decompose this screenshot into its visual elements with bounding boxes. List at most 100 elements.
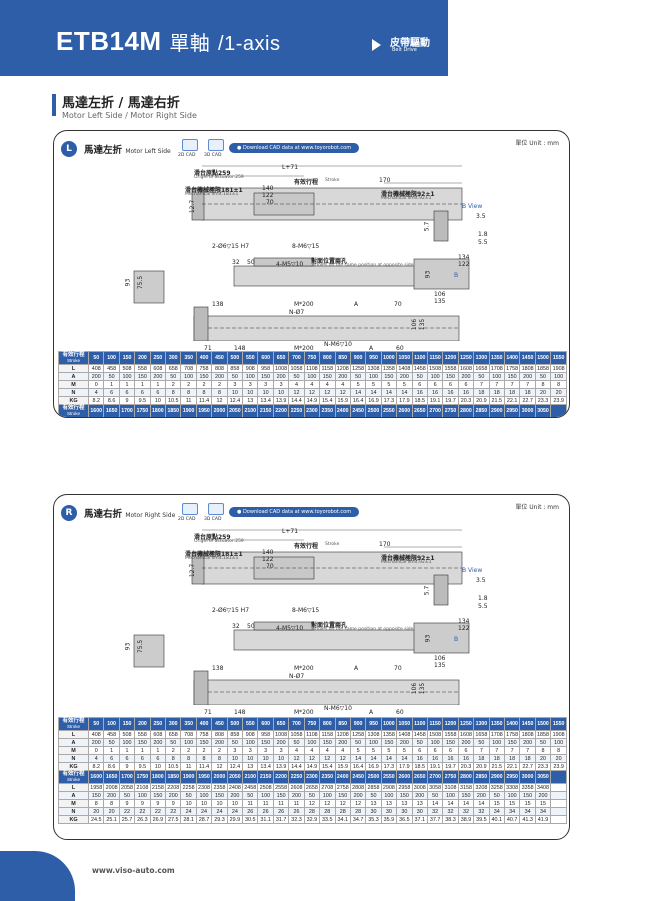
table-cell: 7	[503, 746, 521, 755]
table-cell: 30	[411, 807, 428, 816]
table-cell: 18	[473, 754, 490, 763]
table-cell: 50	[103, 372, 120, 381]
stroke-value: 2450	[349, 770, 367, 784]
row-key: M	[58, 746, 89, 755]
table-cell: 758	[195, 364, 213, 373]
b-marker: B	[454, 272, 459, 279]
stroke-value: 2950	[503, 404, 521, 417]
panel-title-cn: 馬達右折	[84, 509, 123, 520]
dim-138: 138	[212, 665, 224, 672]
table-cell: 2158	[149, 783, 167, 792]
download-cad-link[interactable]: ● Download CAD data at www.toyorobot.com	[229, 507, 360, 517]
table-cell: 1608	[457, 364, 475, 373]
table-cell: 14	[380, 388, 398, 397]
table-cell: 4	[303, 746, 321, 755]
3d-cad-icon[interactable]	[208, 139, 224, 151]
2d-cad-icon[interactable]	[182, 503, 198, 515]
download-cad-link[interactable]: ● Download CAD data at www.toyorobot.com	[229, 143, 360, 153]
table-cell: 12	[334, 388, 351, 397]
row-key: A	[58, 372, 89, 381]
stroke-value: 2700	[426, 404, 444, 417]
stroke-value: 1750	[134, 770, 151, 784]
table-cell: 1608	[457, 730, 475, 739]
drive-type-en: Belt Drive	[392, 47, 417, 53]
table-cell: 32.9	[303, 815, 321, 824]
stroke-value: 500	[226, 351, 244, 365]
table-cell: 1858	[534, 364, 552, 373]
footer-url[interactable]: www.viso-auto.com	[92, 866, 175, 875]
stroke-value: 1800	[149, 404, 167, 417]
stroke-value: 1500	[534, 351, 552, 365]
table-cell: 100	[242, 372, 259, 381]
dim-50: 50	[247, 259, 255, 266]
table-cell: 200	[165, 791, 182, 800]
table-cell: 1258	[349, 364, 367, 373]
table-cell: 1208	[334, 730, 351, 739]
table-cell: 26	[257, 807, 274, 816]
table-cell: 32	[457, 807, 475, 816]
table-cell: 8	[195, 388, 213, 397]
table-cell: 10	[180, 799, 197, 808]
empty-cell	[550, 815, 567, 824]
table-cell: 3208	[474, 418, 489, 419]
dim-140: 140	[262, 185, 274, 192]
2d-cad-icon[interactable]	[182, 139, 198, 151]
stroke-value: 2000	[211, 404, 228, 417]
stroke-value: 750	[303, 717, 321, 731]
table-cell: 908	[242, 364, 259, 373]
table-cell: 50	[226, 372, 244, 381]
stroke-value: 1100	[411, 717, 428, 731]
table-cell: 24.5	[87, 815, 105, 824]
holes-n7: N-Ø7	[289, 309, 305, 316]
table-cell: 2958	[396, 783, 413, 792]
stroke-value: 350	[180, 351, 197, 365]
table-cell: 34	[503, 807, 521, 816]
holes-dowel: 2-Ø6▽15 H7	[212, 243, 250, 250]
technical-drawing	[133, 165, 470, 341]
empty-cell	[550, 807, 567, 816]
row-key: KG	[58, 815, 89, 824]
table-cell: 34	[519, 807, 536, 816]
mech-limit-left-en: Mechanical limit:181±1	[185, 192, 239, 197]
table-cell: 26.9	[149, 815, 167, 824]
stroke-value: 1100	[411, 351, 428, 365]
row-key: A	[58, 738, 89, 747]
table-cell: 50	[534, 738, 552, 747]
table-cell: 50	[103, 738, 120, 747]
table-cell: 26	[272, 807, 290, 816]
table-cell: 1508	[426, 364, 444, 373]
stroke-value: 1950	[195, 770, 213, 784]
table-cell: 50	[226, 738, 244, 747]
stroke-value: 2400	[334, 770, 351, 784]
table-cell: 150	[134, 738, 151, 747]
table-cell: 22.1	[503, 396, 521, 405]
table-cell: 32	[426, 807, 444, 816]
dim-122b: 122	[458, 625, 470, 632]
table-cell: 20.3	[457, 762, 475, 771]
table-cell: 3	[226, 746, 244, 755]
end-view-left	[133, 634, 165, 668]
table-cell: 11	[272, 799, 290, 808]
b-marker: B	[454, 636, 459, 643]
stroke-value: 1900	[180, 404, 197, 417]
stroke-header-cn: 有效行程	[62, 405, 85, 411]
3d-cad-icon[interactable]	[208, 503, 224, 515]
table-cell: 10	[149, 762, 167, 771]
table-cell: 100	[503, 791, 521, 800]
table-cell: 13.4	[257, 396, 274, 405]
row-key: M	[58, 799, 89, 808]
table-cell: 21.5	[488, 396, 505, 405]
table-cell: 20	[103, 807, 120, 816]
table-cell: 1	[118, 746, 136, 755]
play-arrow-icon	[372, 39, 381, 51]
table-cell: 200	[272, 372, 290, 381]
table-cell: 9	[149, 799, 167, 808]
dim-12-7: 12.7	[189, 199, 197, 214]
table-cell: 5	[349, 380, 367, 389]
stroke-value: 900	[349, 717, 367, 731]
table-cell: 1258	[349, 730, 367, 739]
mech-limit-left: 滑台機械極限181±1	[185, 187, 243, 194]
